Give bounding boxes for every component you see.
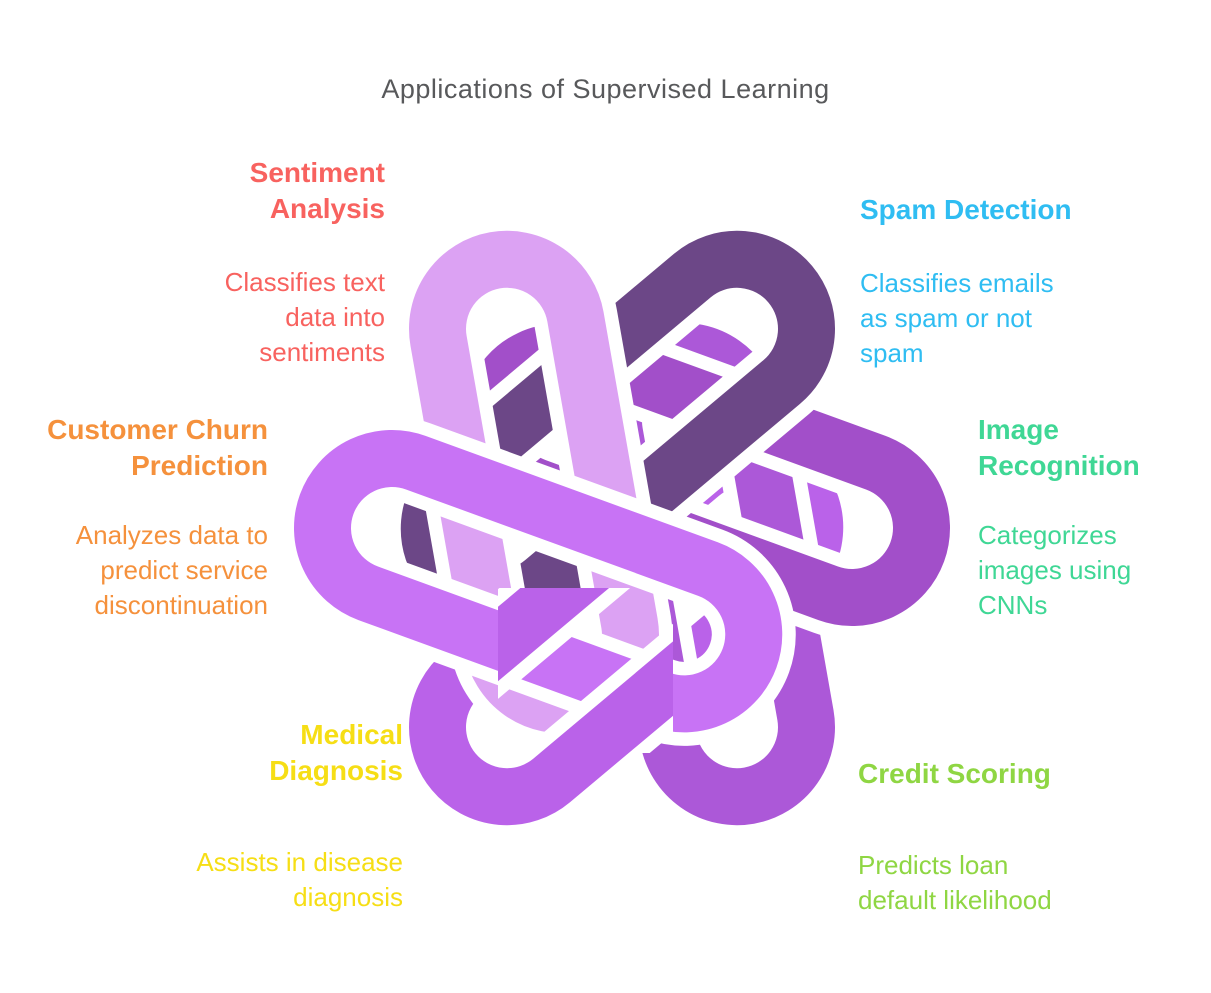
- customer-churn-prediction-title: Customer Churn Prediction: [47, 414, 268, 481]
- medical-diagnosis-title: Medical Diagnosis: [269, 719, 403, 786]
- customer-churn-prediction-description: Analyzes data to predict service discont…: [75, 520, 268, 620]
- medical-diagnosis-description: Assists in disease diagnosis: [196, 847, 403, 912]
- spam-detection-title: Spam Detection: [860, 194, 1072, 225]
- spam-detection-description: Classifies emails as spam or not spam: [860, 268, 1054, 368]
- sentiment-analysis-title: Sentiment Analysis: [249, 157, 385, 224]
- label-sentiment-analysis: Sentiment Analysis Classifies text data …: [225, 155, 385, 370]
- image-recognition-description: Categorizes images using CNNs: [978, 520, 1132, 620]
- credit-scoring-title: Credit Scoring: [858, 758, 1051, 789]
- label-spam-detection: Spam Detection Classifies emails as spam…: [860, 192, 1072, 371]
- image-recognition-title: Image Recognition: [978, 414, 1140, 481]
- label-credit-scoring: Credit Scoring Predicts loan default lik…: [858, 756, 1052, 918]
- sentiment-analysis-description: Classifies text data into sentiments: [224, 267, 385, 367]
- page-title: Applications of Supervised Learning: [381, 74, 830, 104]
- label-medical-diagnosis: Medical Diagnosis Assists in disease dia…: [196, 717, 403, 915]
- label-image-recognition: Image Recognition Categorizes images usi…: [978, 412, 1140, 623]
- label-customer-churn-prediction: Customer Churn Prediction Analyzes data …: [47, 412, 268, 623]
- credit-scoring-description: Predicts loan default likelihood: [858, 850, 1052, 915]
